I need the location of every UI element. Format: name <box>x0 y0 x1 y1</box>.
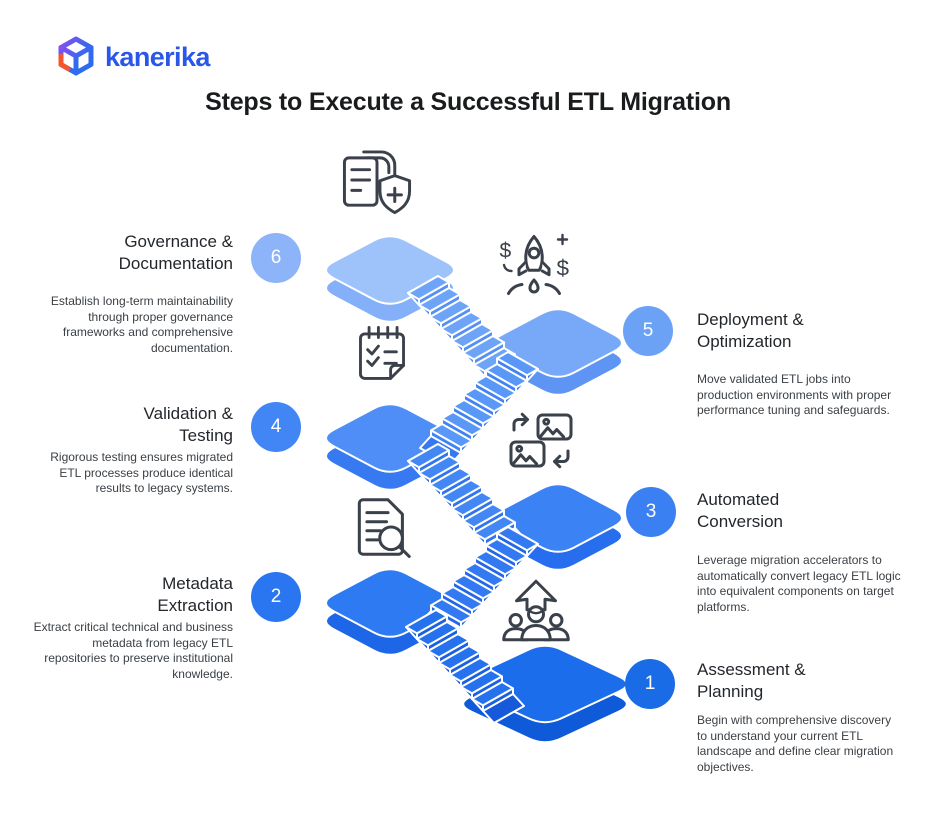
step-1-description: Begin with comprehensive discovery to un… <box>697 713 894 774</box>
document-search-icon <box>357 498 411 558</box>
step-4-title: Validation & Testing <box>143 404 233 445</box>
svg-text:$: $ <box>500 240 512 263</box>
step-2-badge: 2 <box>251 572 301 622</box>
step-6-badge: 6 <box>251 233 301 283</box>
rocket-launch-icon: $ $ <box>500 233 570 295</box>
step-5-description: Move validated ETL jobs into production … <box>697 372 892 417</box>
step-3-title: Automated Conversion <box>697 490 783 531</box>
step-2-title: Metadata Extraction <box>157 574 233 615</box>
step-1-title: Assessment & Planning <box>697 660 806 701</box>
step-3-description: Leverage migration accelerators to autom… <box>697 553 901 614</box>
document-shield-icon <box>342 150 412 215</box>
step-6-title: Governance & Documentation <box>118 232 233 273</box>
step-5-badge: 5 <box>623 306 673 356</box>
step-5-title: Deployment & Optimization <box>697 310 804 351</box>
kanerika-cube-icon <box>58 36 94 76</box>
image-conversion-icon <box>509 412 573 469</box>
team-growth-icon <box>502 579 570 642</box>
step-6-description: Establish long-term maintainability thro… <box>50 294 233 355</box>
step-3-badge: 3 <box>626 487 676 537</box>
page-title: Steps to Execute a Successful ETL Migrat… <box>205 88 731 116</box>
kanerika-logo: kanerika <box>56 36 210 78</box>
checklist-icon <box>359 326 405 380</box>
kanerika-logo-text: kanerika <box>105 41 210 72</box>
svg-text:$: $ <box>557 256 570 281</box>
step-1-badge: 1 <box>625 659 675 709</box>
step-4-badge: 4 <box>251 402 301 452</box>
step-2-description: Extract critical technical and business … <box>33 620 233 681</box>
step-4-description: Rigorous testing ensures migrated ETL pr… <box>50 450 233 495</box>
